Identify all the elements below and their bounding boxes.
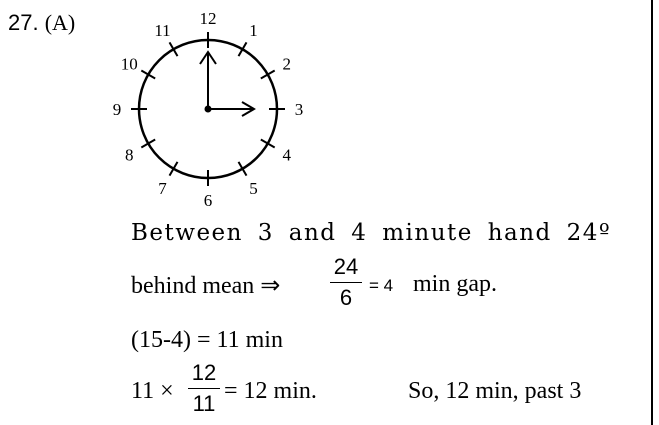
minute-hand-arrowhead (199, 50, 217, 65)
fraction-numerator: 12 (191, 360, 217, 385)
clock-tick-7 (168, 161, 179, 177)
clock-number-11: 11 (154, 21, 170, 40)
fraction-bar (188, 388, 220, 389)
fraction-24-over-6: 24 6 (330, 254, 362, 311)
line2-suffix: min gap. (413, 271, 497, 297)
clock-tick-11 (168, 41, 179, 57)
clock-center-dot (204, 105, 212, 113)
clock-number-2: 2 (283, 55, 292, 74)
line4-equals: = 12 min. (224, 378, 317, 404)
clock-number-7: 7 (158, 179, 167, 198)
clock-number-10: 10 (121, 55, 138, 74)
hour-hand-arrowhead (241, 101, 256, 117)
question-number: 27. (A) (8, 10, 75, 36)
clock-number-6: 6 (204, 191, 213, 210)
fraction-12-over-11: 12 11 (188, 360, 220, 417)
clock-number-3: 3 (295, 100, 304, 119)
line4-suffix: So, 12 min, past 3 (408, 378, 582, 404)
fraction-denominator: 6 (339, 285, 353, 310)
clock-tick-1 (237, 41, 248, 57)
clock-tick-2 (260, 69, 276, 80)
line2-equals: = 4 (369, 276, 394, 295)
answer-option: (A) (44, 10, 76, 35)
fraction-denominator: 11 (192, 391, 216, 416)
clock-tick-5 (237, 161, 248, 177)
clock-number-4: 4 (283, 146, 292, 165)
line4-prefix: 11 × (131, 378, 174, 404)
solution-line-2: behind mean ⇒ (131, 271, 280, 300)
solution-line-1: Between 3 and 4 minute hand 24º (131, 220, 612, 246)
clock-tick-8 (140, 138, 156, 149)
fraction-bar (330, 282, 362, 283)
clock-tick-10 (140, 69, 156, 80)
clock-number-9: 9 (113, 100, 122, 119)
clock-number-5: 5 (249, 179, 258, 198)
fraction-numerator: 24 (333, 254, 359, 279)
solution-line-3: (15-4) = 11 min (131, 327, 283, 353)
question-number-text: 27. (8, 10, 39, 35)
clock-tick-4 (260, 138, 276, 149)
clock-number-1: 1 (249, 21, 258, 40)
right-border-line (651, 0, 653, 425)
line2-prefix: behind mean ⇒ (131, 273, 281, 299)
clock-number-12: 12 (200, 9, 217, 28)
clock-number-8: 8 (125, 146, 133, 165)
clock-ticks (131, 32, 285, 186)
